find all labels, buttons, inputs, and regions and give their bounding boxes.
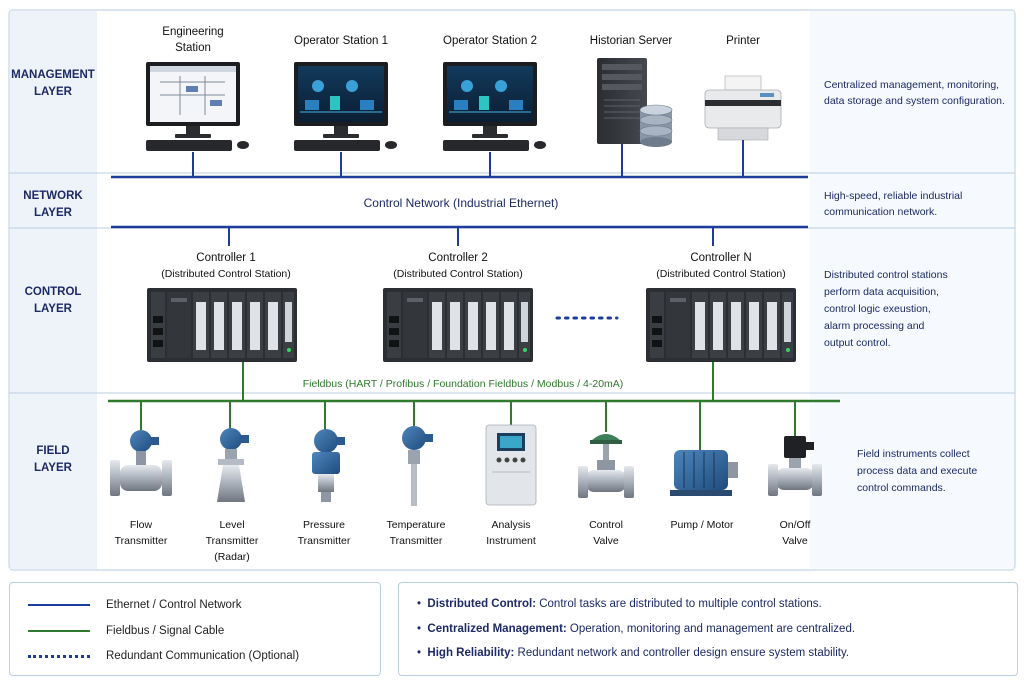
note-distributed-control: • Distributed Control: Control tasks are… xyxy=(417,598,822,610)
control-layer-name-1: CONTROL xyxy=(25,286,82,298)
note-high-reliability: • High Reliability: Redundant network an… xyxy=(417,647,850,659)
network-desc-2: communication network. xyxy=(824,206,937,218)
field-layer-name-1: FIELD xyxy=(36,445,69,457)
analysis-instrument-icon xyxy=(485,424,537,506)
analysis-instrument-label-1: Analysis xyxy=(491,519,530,531)
management-layer-name-1: MANAGEMENT xyxy=(11,69,95,81)
printer-label: Printer xyxy=(726,35,760,47)
controller-1-rack xyxy=(147,288,297,362)
legend-redundant: Redundant Communication (Optional) xyxy=(28,646,299,666)
network-layer-name-1: NETWORK xyxy=(23,190,83,202)
engineering-station-computer xyxy=(146,62,249,151)
controller-2-subtitle: (Distributed Control Station) xyxy=(393,268,523,280)
note-centralized-management: • Centralized Management: Operation, mon… xyxy=(417,623,856,635)
control-valve-label-2: Valve xyxy=(593,535,619,547)
on-off-valve-icon xyxy=(768,436,822,496)
on-off-valve-label-2: Valve xyxy=(782,535,808,547)
operator-station-1-computer xyxy=(294,62,397,151)
pump-motor-icon xyxy=(670,450,738,496)
management-connectors xyxy=(192,140,744,177)
control-network-label: Control Network (Industrial Ethernet) xyxy=(364,196,559,210)
layer-label-band xyxy=(10,11,97,569)
pressure-transmitter-label-1: Pressure xyxy=(303,519,345,531)
level-transmitter-label-1: Level xyxy=(219,519,244,531)
on-off-valve-label-1: On/Off xyxy=(780,519,811,531)
pressure-transmitter-label-2: Transmitter xyxy=(298,535,351,547)
control-valve-label-1: Control xyxy=(589,519,623,531)
flow-transmitter-label-1: Flow xyxy=(130,519,153,531)
network-desc-1: High-speed, reliable industrial xyxy=(824,190,962,202)
management-desc-2: data storage and system configuration. xyxy=(824,95,1005,107)
database-icon xyxy=(639,104,673,147)
operator-station-2-computer xyxy=(443,62,546,151)
control-layer-name-2: LAYER xyxy=(34,303,73,315)
historian-server-label: Historian Server xyxy=(590,35,673,47)
management-desc-1: Centralized management, monitoring, xyxy=(824,79,999,91)
pump-motor-label: Pump / Motor xyxy=(670,519,734,531)
controller-n-subtitle: (Distributed Control Station) xyxy=(656,268,786,280)
controller-n-rack xyxy=(646,288,796,362)
level-transmitter-radar-icon xyxy=(217,428,249,502)
controller-2-title: Controller 2 xyxy=(428,252,487,264)
temperature-transmitter-icon xyxy=(402,426,433,506)
fieldbus-label: Fieldbus (HART / Profibus / Foundation F… xyxy=(303,378,624,390)
legend-ethernet-label: Ethernet / Control Network xyxy=(106,599,242,611)
note-1-title: Distributed Control: xyxy=(427,598,537,610)
note-1-text: Control tasks are distributed to multipl… xyxy=(536,598,822,610)
field-device-drops xyxy=(140,401,796,450)
layer-description-band xyxy=(810,11,1014,569)
controller-fieldbus-connectors xyxy=(242,362,714,401)
operator-station-2-label: Operator Station 2 xyxy=(443,35,537,47)
control-desc-4: alarm processing and xyxy=(824,320,925,332)
flow-transmitter-label-2: Transmitter xyxy=(115,535,168,547)
controller-2-rack xyxy=(383,288,533,362)
redundant-line-swatch xyxy=(28,654,90,658)
legend-fieldbus-label: Fieldbus / Signal Cable xyxy=(106,625,225,637)
key-features-panel: • Distributed Control: Control tasks are… xyxy=(398,582,1018,676)
controller-1-title: Controller 1 xyxy=(196,252,255,264)
control-valve-icon xyxy=(578,434,634,498)
temperature-transmitter-label-1: Temperature xyxy=(387,519,446,531)
field-desc-1: Field instruments collect xyxy=(857,448,970,460)
note-2-title: Centralized Management: xyxy=(427,623,567,635)
field-desc-2: process data and execute xyxy=(857,465,977,477)
temperature-transmitter-label-2: Transmitter xyxy=(390,535,443,547)
analysis-instrument-label-2: Instrument xyxy=(486,535,536,547)
controller-n-title: Controller N xyxy=(690,252,751,264)
engineering-station-label-1: Engineering xyxy=(162,26,223,38)
controller-network-connectors xyxy=(228,227,714,246)
legend-ethernet: Ethernet / Control Network xyxy=(28,595,242,615)
fieldbus-line-swatch xyxy=(28,630,90,632)
control-desc-5: output control. xyxy=(824,337,891,349)
field-layer-name-2: LAYER xyxy=(34,462,73,474)
legend-redundant-label: Redundant Communication (Optional) xyxy=(106,650,300,662)
control-desc-1: Distributed control stations xyxy=(824,269,948,281)
engineering-station-label-2: Station xyxy=(175,42,211,54)
ethernet-line-swatch xyxy=(28,604,90,606)
management-layer-name-2: LAYER xyxy=(34,86,73,98)
legend-panel: Ethernet / Control Network Fieldbus / Si… xyxy=(9,582,381,676)
note-3-text: Redundant network and controller design … xyxy=(514,647,850,659)
controller-1-subtitle: (Distributed Control Station) xyxy=(161,268,291,280)
level-transmitter-label-2: Transmitter xyxy=(206,535,259,547)
operator-station-1-label: Operator Station 1 xyxy=(294,35,388,47)
control-desc-2: perform data acquisition, xyxy=(824,286,939,298)
note-3-title: High Reliability: xyxy=(427,647,515,659)
control-desc-3: control logic exeustion, xyxy=(824,303,931,315)
legend-fieldbus: Fieldbus / Signal Cable xyxy=(28,621,224,641)
field-desc-3: control commands. xyxy=(857,482,946,494)
network-layer-name-2: LAYER xyxy=(34,207,73,219)
flow-transmitter-icon xyxy=(110,430,172,496)
note-2-text: Operation, monitoring and management are… xyxy=(566,623,856,635)
level-transmitter-label-3: (Radar) xyxy=(214,551,250,563)
pressure-transmitter-icon xyxy=(312,429,345,502)
printer-icon xyxy=(704,75,782,141)
historian-server-tower xyxy=(597,58,647,144)
